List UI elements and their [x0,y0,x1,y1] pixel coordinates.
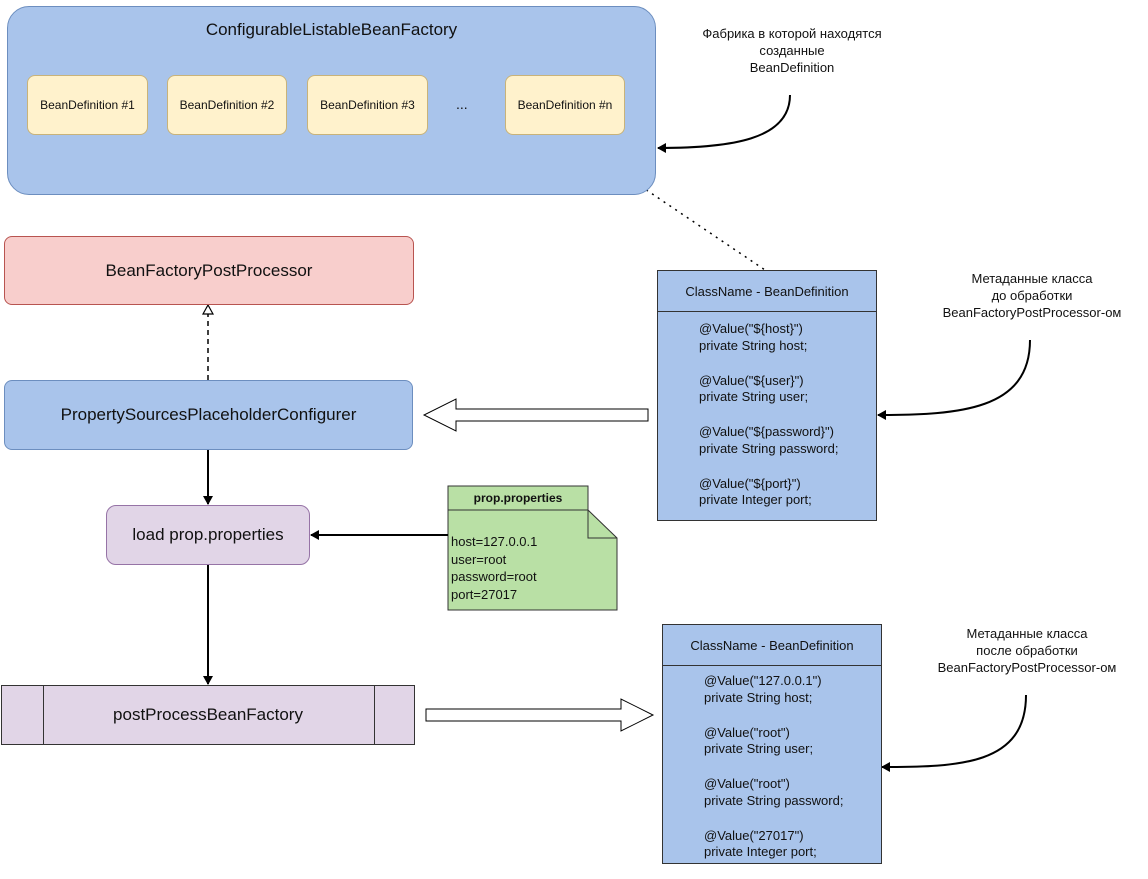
before-note: Метаданные класса до обработки BeanFacto… [922,270,1142,321]
property-line: host=127.0.0.1 [451,534,538,549]
field-declaration: private String user; [704,741,814,756]
factory-note-line: созданные [759,43,825,58]
class-before-field: @Value("${password}") private String pas… [699,424,876,457]
property-line: user=root [451,551,507,567]
class-before-field: @Value("${user}") private String user; [699,373,876,406]
class-after-field: @Value("127.0.0.1") private String host; [704,673,881,706]
field-declaration: private Integer port; [699,492,812,507]
property-sources-placeholder-configurer-box[interactable]: PropertySourcesPlaceholderConfigurer [4,380,413,450]
factory-note-line: BeanDefinition [749,60,835,75]
bean-definition-3[interactable]: BeanDefinition #3 [307,75,428,135]
block-arrow-to-class-after [425,698,655,732]
bean-factory-post-processor-box[interactable]: BeanFactoryPostProcessor [4,236,414,305]
field-declaration: private String host; [699,337,808,353]
field-annotation: @Value("${host}") [699,321,803,336]
field-annotation: @Value("root") [704,776,790,791]
properties-file-content: host=127.0.0.1 user=root password=root p… [451,533,537,603]
property-line: password=root [451,569,537,584]
bean-definition-1[interactable]: BeanDefinition #1 [27,75,148,135]
before-note-line: до обработки [991,288,1073,303]
class-before-field: @Value("${port}") private Integer port; [699,476,876,509]
class-before-fields: @Value("${host}") private String host; @… [658,321,876,527]
bean-definition-n[interactable]: BeanDefinition #n [505,75,625,135]
field-declaration: private String password; [704,792,844,808]
class-after-header: ClassName - BeanDefinition [663,625,881,666]
process-right-bar [374,686,375,744]
field-declaration: private String user; [699,389,809,404]
bean-factory-title: ConfigurableListableBeanFactory [205,20,458,39]
factory-note-arrow [657,94,791,153]
post-process-bean-factory-box[interactable]: postProcessBeanFactory [1,685,415,745]
bean-definition-2[interactable]: BeanDefinition #2 [167,75,287,135]
class-before-box[interactable]: ClassName - BeanDefinition @Value("${hos… [657,270,877,521]
post-process-bean-factory-label: postProcessBeanFactory [113,705,303,724]
factory-note: Фабрика в которой находятся созданные Be… [672,25,912,76]
class-before-field: @Value("${host}") private String host; [699,321,876,354]
class-before-header: ClassName - BeanDefinition [658,271,876,312]
after-note-line: после обработки [976,643,1078,658]
properties-file-name: prop.properties [473,491,563,505]
class-after-field: @Value("root") private String password; [704,776,881,809]
after-note-line: Метаданные класса [966,626,1088,641]
class-after-field: @Value("27017") private Integer port; [704,828,881,861]
class-after-field: @Value("root") private String user; [704,725,881,758]
field-annotation: @Value("27017") [704,827,804,843]
field-annotation: @Value("${port}") [699,475,801,491]
load-properties-box[interactable]: load prop.properties [106,505,310,565]
field-annotation: @Value("${password}") [699,424,834,439]
class-after-box[interactable]: ClassName - BeanDefinition @Value("127.0… [662,624,882,864]
factory-note-line: Фабрика в которой находятся [702,26,882,41]
field-declaration: private String password; [699,440,839,456]
property-line: port=27017 [451,586,518,602]
block-arrow-to-pspc [422,398,649,432]
bean-definition-ellipsis: ... [456,96,468,112]
class-after-fields: @Value("127.0.0.1") private String host;… [663,673,881,879]
after-note-arrow [881,694,1027,772]
before-note-line: BeanFactoryPostProcessor-ом [942,305,1122,320]
after-note-line: BeanFactoryPostProcessor-ом [937,660,1117,675]
field-annotation: @Value("${user}") [699,372,804,388]
process-left-bar [43,686,44,744]
field-annotation: @Value("root") [704,724,790,740]
field-declaration: private Integer port; [704,844,817,859]
field-annotation: @Value("127.0.0.1") [704,673,822,688]
before-note-arrow [877,339,1031,420]
before-note-line: Метаданные класса [971,271,1093,286]
after-note: Метаданные класса после обработки BeanFa… [917,625,1137,676]
field-declaration: private String host; [704,689,813,705]
